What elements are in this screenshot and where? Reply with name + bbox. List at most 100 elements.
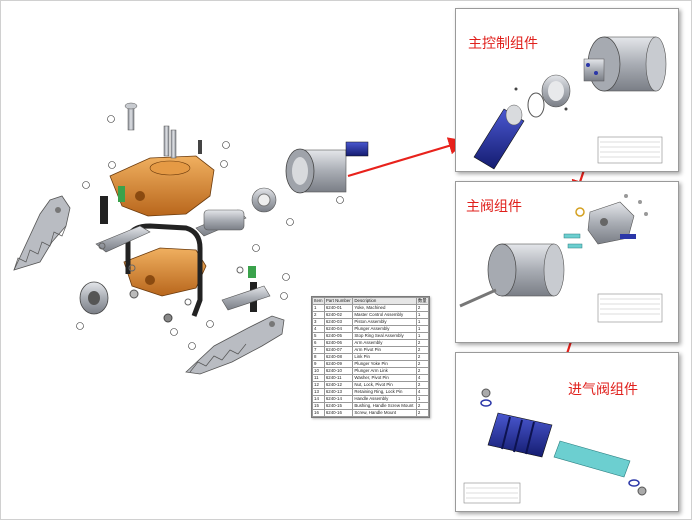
cell-item: 4	[312, 325, 325, 333]
cell-item: 15	[312, 402, 325, 410]
cell-quantity: 1	[415, 325, 430, 333]
cell-item: 9	[312, 360, 325, 368]
panel-main-valve-assembly: 主阀组件	[455, 181, 679, 343]
cell-item: 8	[312, 353, 325, 361]
cell-description: Stop Ring Seal Assembly	[352, 332, 417, 340]
cell-item: 3	[312, 318, 325, 326]
cell-item: 5	[312, 332, 325, 340]
cell-item: 16	[312, 409, 325, 417]
cell-part-number: 6240-13	[323, 388, 354, 396]
cell-quantity: 2	[415, 339, 430, 347]
cell-item: 14	[312, 395, 325, 403]
main-valve-rod	[459, 288, 497, 308]
cell-part-number: 6240-06	[323, 339, 354, 347]
cell-quantity: 1	[415, 332, 430, 340]
cell-quantity: 2	[415, 304, 430, 312]
header-item: Item	[312, 297, 325, 305]
yoke-upper	[109, 155, 215, 217]
cell-quantity: 2	[415, 367, 430, 375]
header-description: Description	[352, 297, 417, 305]
main-control-sleeve	[527, 74, 571, 118]
cell-part-number: 6240-10	[323, 367, 354, 375]
cell-quantity: 1	[415, 318, 430, 326]
cell-description: Link Pin	[352, 353, 417, 361]
cell-quantity: 4	[415, 388, 430, 396]
panel-title-main-control: 主控制组件	[468, 36, 538, 52]
cell-quantity: 2	[415, 360, 430, 368]
panel-intake-valve-assembly: 进气阀组件	[455, 352, 679, 512]
cell-part-number: 6240-07	[323, 346, 354, 354]
intake-valve-tube	[553, 440, 631, 478]
yoke-lower	[123, 247, 207, 297]
cell-part-number: 6240-02	[323, 311, 354, 319]
main-control-drawing	[473, 36, 667, 170]
cell-part-number: 6240-14	[323, 395, 354, 403]
cell-part-number: 6240-16	[323, 409, 354, 417]
cell-part-number: 6240-12	[323, 381, 354, 389]
main-control-valve-body	[583, 58, 605, 82]
cell-part-number: 6240-11	[323, 374, 354, 382]
cell-quantity: 2	[415, 353, 430, 361]
cell-description: Nut, Lock, Pivot Pin	[352, 381, 417, 389]
parts-list-header: Item Part Number Description 数量	[312, 297, 430, 305]
cell-description: Arm Assembly	[352, 339, 417, 347]
intake-valve-drawing	[463, 388, 647, 504]
main-valve-block	[587, 201, 635, 245]
intake-valve-fittings	[480, 388, 647, 496]
main-cylinder	[285, 141, 369, 194]
cell-quantity: 2	[415, 409, 430, 417]
main-control-parts-table	[597, 136, 663, 164]
intake-valve-parts-table	[463, 482, 521, 504]
cell-description: Piston Assembly	[352, 318, 417, 326]
cell-item: 10	[312, 367, 325, 375]
cell-description: Screw, Handle Mount	[352, 409, 417, 417]
cell-part-number: 6240-09	[323, 360, 354, 368]
cell-quantity: 1	[415, 311, 430, 319]
cell-item: 12	[312, 381, 325, 389]
cell-quantity: 2	[415, 381, 430, 389]
cell-item: 1	[312, 304, 325, 312]
cell-item: 2	[312, 311, 325, 319]
header-part-number: Part Number	[323, 297, 354, 305]
cell-description: Washer, Pivot Pin	[352, 374, 417, 382]
cell-part-number: 6240-05	[323, 332, 354, 340]
cell-quantity: 2	[415, 402, 430, 410]
cell-description: Retaining Ring, Lock Pin	[352, 388, 417, 396]
blade-left	[13, 195, 71, 271]
cell-item: 11	[312, 374, 325, 382]
cell-part-number: 6240-15	[323, 402, 354, 410]
callouts	[76, 115, 344, 350]
blade-right	[185, 315, 285, 375]
panel-title-main-valve: 主阀组件	[466, 199, 522, 215]
main-valve-parts-table	[597, 293, 663, 323]
cell-quantity: 2	[415, 346, 430, 354]
cell-item: 6	[312, 339, 325, 347]
cell-part-number: 6240-01	[323, 304, 354, 312]
cell-item: 7	[312, 346, 325, 354]
cell-part-number: 6240-08	[323, 353, 354, 361]
cell-quantity: 1	[415, 395, 430, 403]
cell-part-number: 6240-04	[323, 325, 354, 333]
main-valve-fittings	[563, 194, 648, 249]
cell-item: 13	[312, 388, 325, 396]
cell-description: Plunger Yoke Pin	[352, 360, 417, 368]
header-quantity: 数量	[415, 297, 430, 305]
pulley	[79, 281, 109, 315]
cell-description: Yoke, Machined	[352, 304, 417, 312]
cell-description: Arm Pivot Pin	[352, 346, 417, 354]
